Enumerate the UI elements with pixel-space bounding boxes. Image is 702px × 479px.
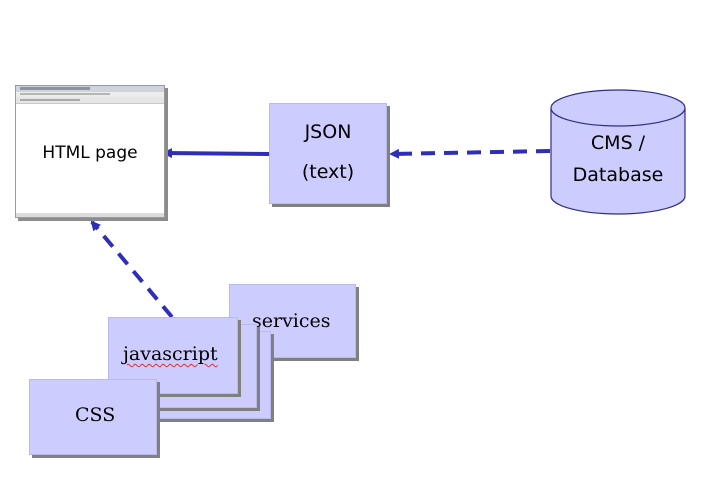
arrow-json-to-html [162,148,270,159]
json-box: JSON (text) [269,103,387,204]
database-label-line1: CMS / [590,132,646,154]
html-page-label: HTML page [42,143,138,163]
database-label-line2: Database [572,164,664,186]
json-box-subtitle: (text) [301,161,355,183]
javascript-label: javascript [123,343,218,365]
html-page-window: HTML page [15,85,165,218]
browser-statusbar [16,213,164,217]
json-box-title: JSON [304,121,352,143]
browser-titlebar [16,86,164,92]
browser-menubar [16,92,164,97]
css-box: CSS [29,379,157,455]
database-cylinder [550,89,686,215]
browser-toolbar [16,97,164,104]
arrow-db-to-json [389,148,551,159]
services-label: services [252,310,331,332]
css-label: CSS [75,404,116,426]
arrow-js-to-html [90,220,174,319]
